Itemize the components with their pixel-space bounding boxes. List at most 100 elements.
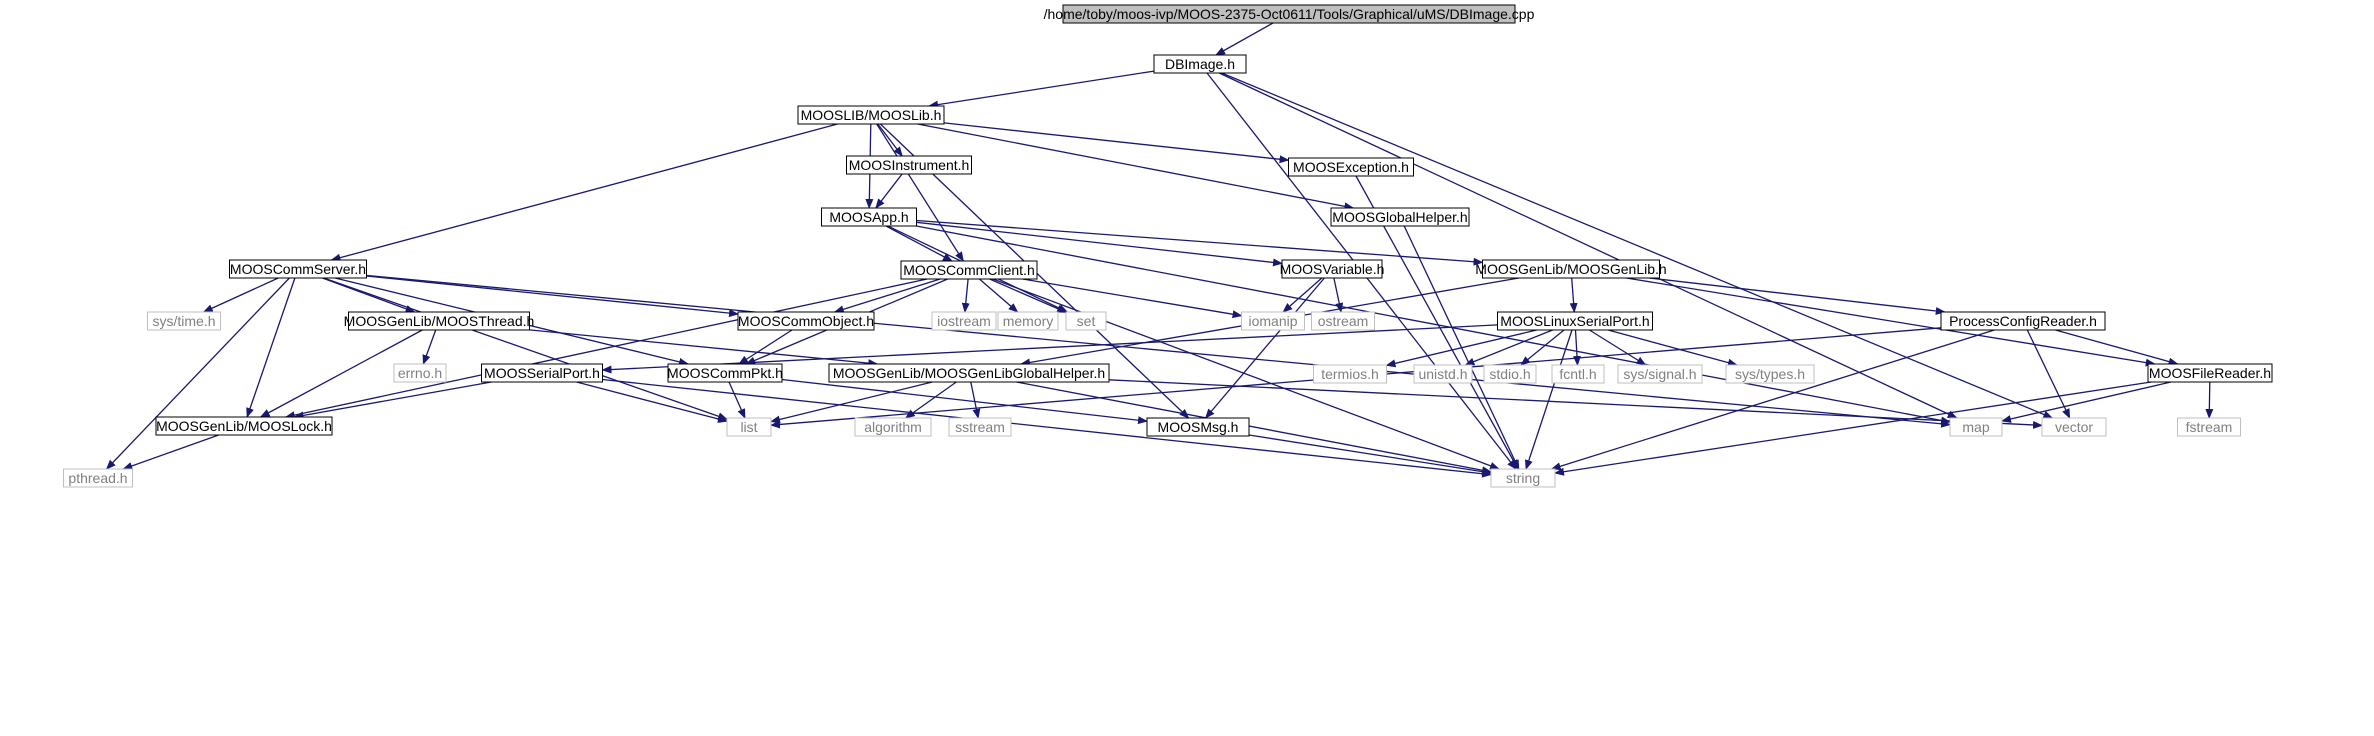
node-box	[2147, 363, 2273, 383]
edge-mooscommpkt-to-moosmsg	[781, 378, 1148, 425]
edge-moosfilereader-to-string	[1554, 381, 2152, 476]
edge-moosapp-to-mooscommclient	[885, 225, 953, 262]
node-ostream: ostream	[1311, 311, 1375, 331]
node-list: list	[726, 417, 772, 437]
node-box	[1241, 311, 1305, 331]
node-box	[481, 363, 603, 383]
edge-moosthread-to-mooslock	[259, 329, 423, 418]
edge-dbimage-to-map	[1218, 72, 1958, 419]
node-label: sys/types.h	[1735, 366, 1805, 382]
node-box	[1146, 417, 1250, 437]
edge-dbimage-to-moosliblib	[928, 70, 1155, 109]
edge-mooscommclient-to-set	[989, 278, 1067, 313]
node-box	[948, 417, 1012, 437]
node-box	[2177, 417, 2241, 437]
edge-moosliblib-to-mooscommclient	[876, 123, 964, 262]
node-box	[1281, 259, 1383, 279]
edge-mooscommclient-to-memory	[978, 278, 1019, 313]
edge-moosgenlibglobal-to-list	[770, 381, 933, 424]
node-box	[797, 105, 945, 125]
edge-mooscommclient-to-string	[992, 278, 1500, 470]
node-label: ProcessConfigReader.h	[1949, 313, 2097, 329]
node-label: string	[1506, 470, 1540, 486]
node-moosapp[interactable]: MOOSApp.h	[821, 207, 917, 227]
node-mooscommserver[interactable]: MOOSCommServer.h	[229, 259, 367, 279]
node-box	[1482, 259, 1660, 279]
node-memory: memory	[997, 311, 1059, 331]
node-label: MOOSLIB/MOOSLib.h	[801, 107, 942, 123]
edge-moosgenlibglobal-to-vector	[1108, 379, 2043, 429]
edge-moosliblib-to-mooscommserver	[330, 123, 838, 262]
node-label: sys/signal.h	[1623, 366, 1696, 382]
edge-moosliblib-to-moosinstrument	[877, 123, 903, 157]
node-box	[1153, 54, 1247, 74]
edge-moosvariable-to-ostream	[1333, 277, 1344, 313]
node-label: MOOSGenLib/MOOSGenLibGlobalHelper.h	[833, 365, 1105, 381]
edge-mooslock-to-pthread	[122, 434, 219, 470]
node-moosinstrument[interactable]: MOOSInstrument.h	[846, 155, 972, 175]
node-errno: errno.h	[393, 363, 447, 383]
edge-moosgenlibglobal-to-algorithm	[904, 381, 957, 419]
node-dbimage[interactable]: DBImage.h	[1153, 54, 1247, 74]
node-label: MOOSFileReader.h	[2149, 365, 2271, 381]
edge-moosfilereader-to-map	[2001, 381, 2172, 423]
node-box	[155, 416, 333, 436]
edge-moosserialport-to-list	[576, 381, 728, 423]
edge-mooslinuxserial-to-unistd	[1464, 329, 1553, 366]
node-iomanip: iomanip	[1241, 311, 1305, 331]
node-root[interactable]: /home/toby/moos-ivp/MOOS-2375-Oct0611/To…	[1044, 4, 1535, 24]
node-box	[1949, 417, 2003, 437]
edge-moosserialport-to-mooslock	[293, 381, 492, 420]
node-moosmsg[interactable]: MOOSMsg.h	[1146, 417, 1250, 437]
node-moosvariable[interactable]: MOOSVariable.h	[1280, 259, 1385, 279]
node-label: MOOSGlobalHelper.h	[1332, 209, 1467, 225]
edge-processconfig-to-moosfilereader	[2055, 329, 2179, 366]
node-box	[1725, 364, 1815, 384]
node-box	[737, 311, 875, 331]
node-stdio: stdio.h	[1483, 364, 1537, 384]
node-label: MOOSLinuxSerialPort.h	[1500, 313, 1649, 329]
node-box	[1065, 311, 1107, 331]
node-label: list	[740, 419, 757, 435]
node-moosglobalhelper[interactable]: MOOSGlobalHelper.h	[1330, 207, 1470, 227]
edge-mooscommclient-to-mooscommobject	[833, 278, 941, 314]
node-moosgenlibglobal[interactable]: MOOSGenLib/MOOSGenLibGlobalHelper.h	[828, 363, 1110, 383]
edge-dbimage-to-vector	[1221, 72, 2054, 419]
edge-moosapp-to-moosvariable	[916, 221, 1283, 267]
node-label: MOOSException.h	[1293, 159, 1409, 175]
node-mooslinuxserial[interactable]: MOOSLinuxSerialPort.h	[1497, 311, 1653, 331]
node-box	[348, 311, 530, 331]
node-moosserialport[interactable]: MOOSSerialPort.h	[481, 363, 603, 383]
edge-mooscommserver-to-systime	[202, 277, 279, 313]
node-mooscommpkt[interactable]: MOOSCommPkt.h	[667, 363, 783, 383]
node-moosliblib[interactable]: MOOSLIB/MOOSLib.h	[797, 105, 945, 125]
node-box	[393, 363, 447, 383]
edge-mooscommpkt-to-list	[728, 381, 746, 419]
edge-mooslinuxserial-to-string	[1525, 329, 1573, 470]
edge-moosvariable-to-iomanip	[1282, 277, 1323, 313]
node-box	[821, 207, 917, 227]
edge-processconfig-to-string	[1550, 329, 1995, 471]
edges-layer	[105, 22, 2214, 478]
node-mooscommobject[interactable]: MOOSCommObject.h	[737, 311, 875, 331]
edge-moosvariable-to-moosmsg	[1204, 277, 1325, 419]
node-label: MOOSCommClient.h	[903, 262, 1034, 278]
edge-mooscommserver-to-mooslock	[246, 277, 296, 418]
node-mooscommclient[interactable]: MOOSCommClient.h	[900, 260, 1038, 280]
node-processconfig[interactable]: ProcessConfigReader.h	[1940, 311, 2106, 331]
node-label: MOOSApp.h	[829, 209, 908, 225]
node-box	[1413, 364, 1473, 384]
node-moosthread[interactable]: MOOSGenLib/MOOSThread.h	[344, 311, 535, 331]
node-label: iomanip	[1248, 313, 1297, 329]
node-label: fstream	[2186, 419, 2233, 435]
node-box	[900, 260, 1038, 280]
edge-moosthread-to-moosgenlibglobal	[529, 329, 879, 368]
node-mooslock[interactable]: MOOSGenLib/MOOSLock.h	[155, 416, 333, 436]
node-moosfilereader[interactable]: MOOSFileReader.h	[2147, 363, 2273, 383]
node-label: /home/toby/moos-ivp/MOOS-2375-Oct0611/To…	[1044, 6, 1535, 22]
node-systime: sys/time.h	[147, 311, 221, 331]
node-moosgenlib[interactable]: MOOSGenLib/MOOSGenLib.h	[1475, 259, 1667, 279]
node-label: set	[1077, 313, 1096, 329]
node-moosexception[interactable]: MOOSException.h	[1288, 157, 1414, 177]
node-label: MOOSGenLib/MOOSThread.h	[344, 313, 535, 329]
